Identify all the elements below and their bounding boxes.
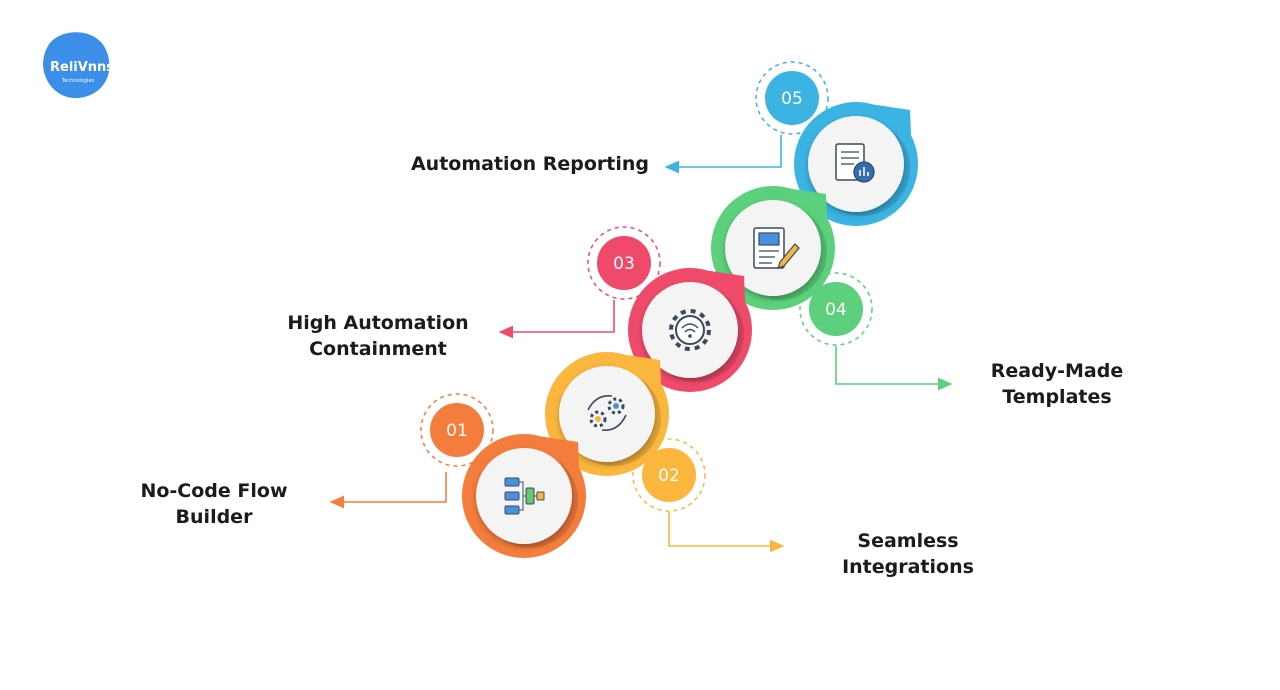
step-04-number: 04 [825,300,847,320]
step-01-label-line1: No-Code Flow [140,480,288,502]
connector-03 [498,300,615,339]
connector-05 [664,135,782,174]
step-02-number: 02 [658,466,680,486]
connector-01 [329,472,447,509]
logo-text: ReliVnns [50,60,114,75]
step-04-label-line2: Templates [1002,386,1112,408]
step-01-badge: 01 [420,393,494,467]
step-01-number: 01 [446,421,468,441]
report-document-icon [835,143,875,183]
step-03-label: High Automation Containment [270,310,486,362]
flowchart-icon [504,477,545,515]
wifi-gear-icon [669,309,711,351]
step-01-label: No-Code Flow Builder [120,478,308,530]
step-02-label-line1: Seamless Integrations [842,530,974,578]
step-05-label-line1: Automation Reporting [410,153,650,175]
step-03-label-line1: High Automation [287,312,469,334]
step-03-badge: 03 [587,226,661,300]
step-03-ring [628,268,752,392]
step-03-label-line2: Containment [309,338,447,360]
logo-subtext: Technologies [61,78,95,84]
step-02-label: Seamless Integrations [790,528,1026,580]
step-03-number: 03 [613,254,635,274]
step-01-label-line2: Builder [175,506,253,528]
step-04-badge: 04 [799,272,873,346]
step-04-label: Ready-Made Templates [960,358,1154,410]
step-05-ring [794,102,918,226]
step-05-label: Automation Reporting [408,151,652,177]
step-05-badge: 05 [755,61,829,135]
step-05-number: 05 [781,89,803,109]
logo: ReliVnns Technologies [43,32,114,99]
connector-04 [835,346,953,391]
step-04-ring [711,186,835,310]
step-01-ring [462,434,586,558]
connector-02 [668,512,785,553]
step-02-badge: 02 [632,438,706,512]
integration-gears-icon [587,394,627,432]
step-04-label-line1: Ready-Made [990,360,1124,382]
document-edit-icon [753,227,800,269]
